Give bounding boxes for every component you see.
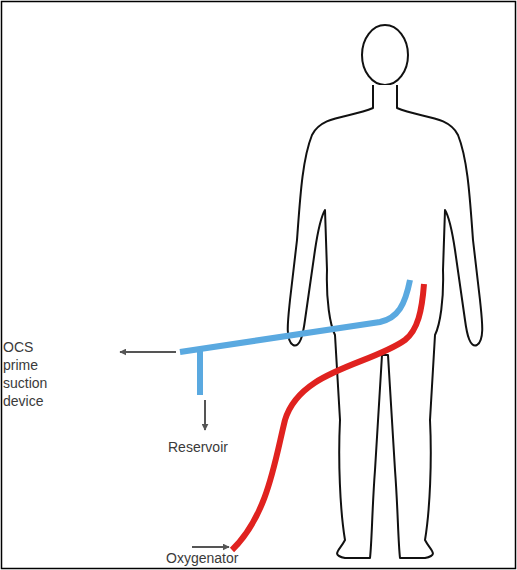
venous-cannula	[180, 280, 410, 352]
oxygenator-label: Oxygenator	[166, 549, 266, 567]
arterial-cannula	[232, 284, 424, 550]
device-label: OCS prime suction device	[3, 338, 71, 410]
flow-arrow	[204, 400, 206, 430]
reservoir-label: Reservoir	[168, 438, 258, 456]
reservoir-branch	[197, 350, 203, 395]
flow-arrow	[120, 351, 176, 353]
body-head	[362, 25, 408, 85]
flow-arrow	[192, 546, 229, 548]
